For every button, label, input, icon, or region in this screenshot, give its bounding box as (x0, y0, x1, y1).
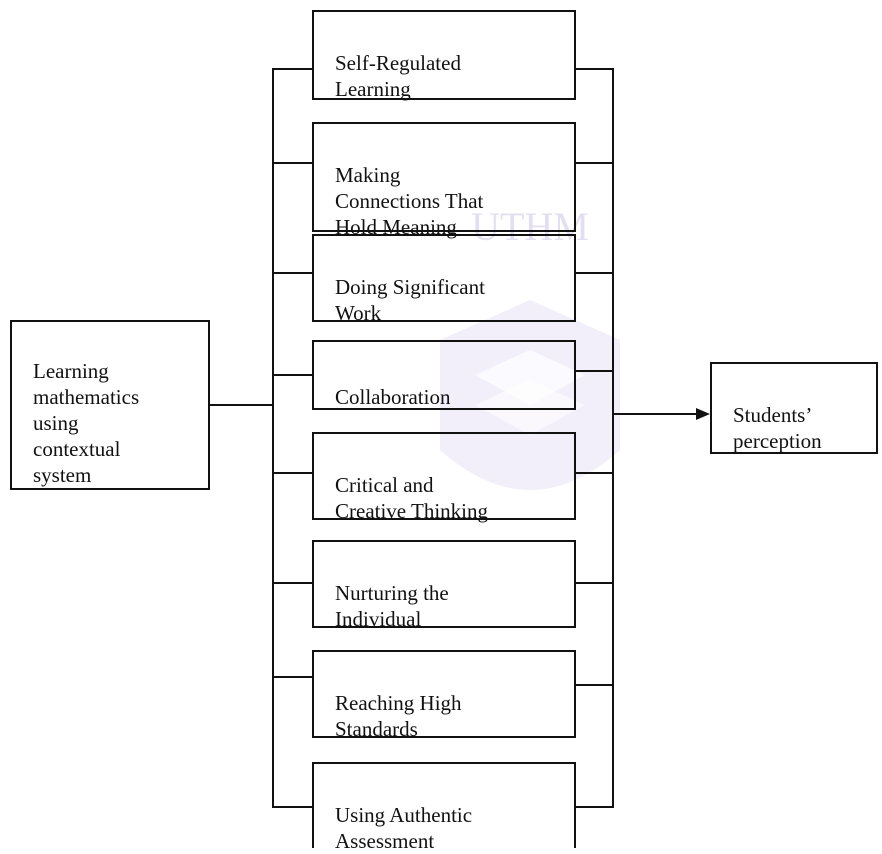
component-label: Critical and Creative Thinking (335, 473, 488, 523)
left-connector (272, 472, 312, 474)
right-bus-line (612, 68, 614, 808)
component-label: Self-Regulated Learning (335, 51, 461, 101)
left-connector (272, 68, 312, 70)
left-connector (272, 806, 312, 808)
left-connector (272, 162, 312, 164)
right-connector (576, 472, 614, 474)
component-box-nurturing-individual: Nurturing the Individual (312, 540, 576, 631)
right-connector (576, 162, 614, 164)
input-box-label: Learning mathematics using contextual sy… (33, 359, 140, 487)
right-connector (576, 68, 614, 70)
right-connector (576, 684, 614, 686)
component-label: Nurturing the Individual (335, 581, 449, 631)
component-box-using-authentic-assessment: Using Authentic Assessment (312, 762, 576, 853)
left-connector (272, 582, 312, 584)
component-box-self-regulated-learning: Self-Regulated Learning (312, 10, 576, 101)
component-label: Reaching High Standards (335, 691, 462, 741)
input-connector (210, 404, 274, 406)
left-connector (272, 272, 312, 274)
left-connector (272, 374, 312, 376)
component-box-critical-creative-thinking: Critical and Creative Thinking (312, 432, 576, 523)
component-box-making-connections: Making Connections That Hold Meaning (312, 122, 576, 239)
output-box-students-perception: Students’ perception (710, 362, 878, 454)
right-connector (576, 370, 614, 372)
input-box-learning-mathematics: Learning mathematics using contextual sy… (10, 320, 210, 490)
right-connector (576, 806, 614, 808)
component-label: Doing Significant Work (335, 275, 485, 325)
component-label: Collaboration (335, 385, 451, 409)
component-box-doing-significant-work: Doing Significant Work (312, 234, 576, 325)
component-label: Using Authentic Assessment (335, 803, 473, 853)
component-box-reaching-high-standards: Reaching High Standards (312, 650, 576, 741)
output-box-label: Students’ perception (733, 403, 822, 453)
left-connector (272, 676, 312, 678)
right-connector (576, 582, 614, 584)
right-connector (576, 272, 614, 274)
component-box-collaboration: Collaboration (312, 340, 576, 410)
left-bus-line (272, 68, 274, 808)
output-arrow (612, 408, 710, 420)
component-label: Making Connections That Hold Meaning (335, 163, 484, 239)
